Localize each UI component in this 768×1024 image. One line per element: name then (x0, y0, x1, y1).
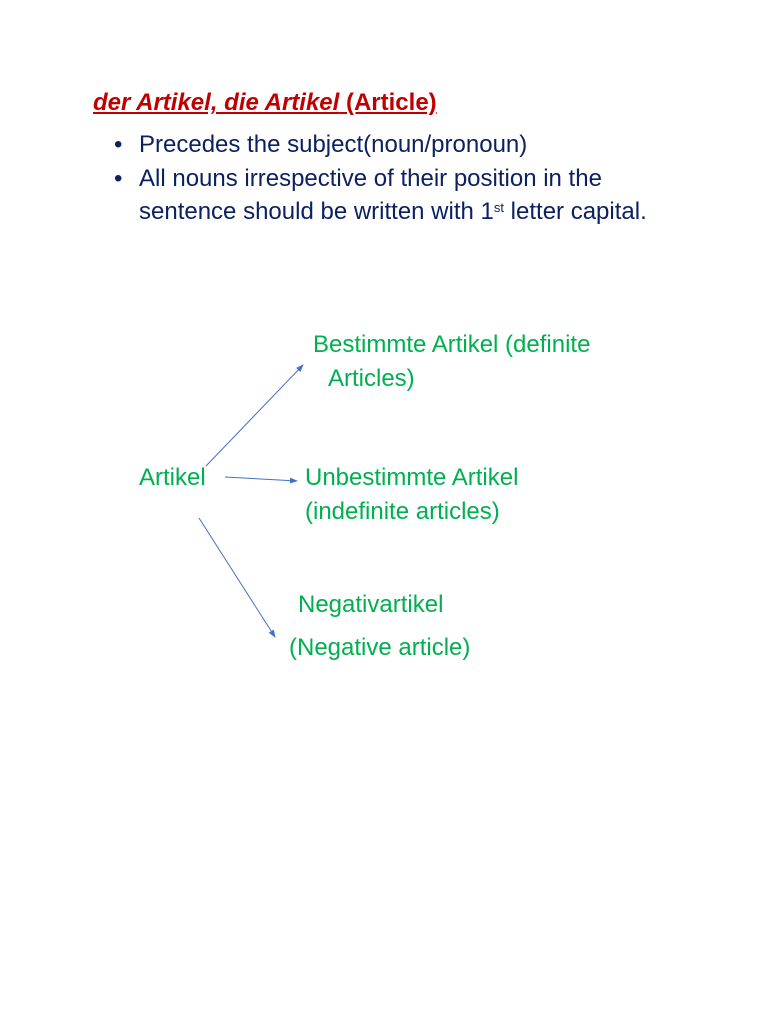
heading-german-terms: der Artikel, die Artikel (93, 89, 340, 116)
rules-list: • Precedes the subject(noun/pronoun) • A… (114, 128, 674, 229)
list-item: • Precedes the subject(noun/pronoun) (114, 128, 674, 162)
definite-line-2: Articles) (328, 364, 415, 392)
arrow-to-definite (205, 364, 304, 467)
bullet-dot-icon: • (114, 131, 123, 158)
negative-article-label: Negativartikel (298, 591, 444, 618)
arrow-to-negative (198, 517, 276, 638)
definite-article-label: Bestimmte Artikel (definite Articles) (313, 328, 590, 395)
indefinite-line-1: Unbestimmte Artikel (305, 464, 519, 491)
rule-text: All nouns irrespective of their position… (139, 164, 602, 226)
bullet-dot-icon: • (114, 164, 123, 192)
heading-english-term: (Article) (345, 89, 437, 116)
rule-text: Precedes the subject(noun/pronoun) (139, 131, 528, 158)
page-heading: der Artikel, die Artikel (Article) (93, 88, 437, 118)
source-article-label: Artikel (139, 464, 206, 491)
negative-article-translation: (Negative article) (289, 634, 471, 661)
list-item: • All nouns irrespective of their positi… (114, 162, 674, 229)
superscript-ordinal: st (493, 200, 505, 215)
indefinite-line-2: (indefinite articles) (305, 497, 500, 525)
indefinite-article-label: Unbestimmte Artikel (indefinite articles… (305, 461, 518, 528)
arrow-to-indefinite (224, 476, 298, 484)
rule-text-continued: letter capital. (504, 198, 647, 225)
definite-line-1: Bestimmte Artikel (definite (313, 331, 591, 358)
